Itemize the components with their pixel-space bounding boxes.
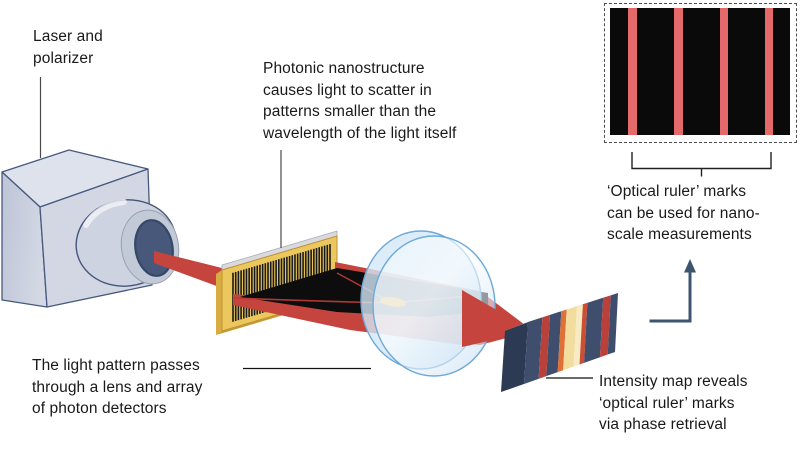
label-line: Photonic nanostructure (263, 60, 425, 77)
detector-illustration (501, 293, 618, 392)
detector-stripe (607, 293, 618, 355)
label-laser: Laser and polarizer (33, 26, 103, 69)
label-line: ‘optical ruler’ marks (599, 394, 735, 412)
label-line: ‘Optical ruler’ marks (607, 183, 747, 200)
detector-stripe (599, 295, 611, 358)
ruler-inset-black-panel (610, 8, 790, 135)
detector-front (524, 293, 618, 384)
label-line: scale measurements (607, 226, 752, 243)
focus-spot (380, 297, 406, 307)
label-line: The light pattern passes (32, 357, 200, 374)
beam-laser-to-grating (154, 251, 222, 288)
label-nanostructure: Photonic nanostructure causes light to s… (263, 58, 456, 144)
barrel-highlight (83, 199, 127, 228)
label-line: via phase retrieval (599, 416, 727, 433)
detector-stripe (563, 306, 578, 371)
detector-side-face (501, 322, 528, 392)
detector-stripe (524, 317, 543, 384)
label-line: polarizer (33, 49, 94, 67)
label-intensity-map: Intensity map reveals ‘optical ruler’ ma… (599, 371, 748, 436)
ruler-stripe (628, 8, 637, 135)
ruler-inset (604, 3, 797, 143)
label-line: can be used for nano- (607, 204, 760, 222)
label-line: Intensity map reveals (599, 373, 748, 390)
grating-side-face (216, 270, 222, 335)
label-detector-path: The light pattern passes through a lens … (32, 355, 202, 420)
label-line: wavelength of the light itself (263, 124, 457, 142)
label-optical-ruler: ‘Optical ruler’ marks can be used for na… (607, 181, 760, 246)
bracket (631, 152, 772, 177)
label-line: Laser and (33, 28, 103, 45)
label-line: patterns smaller than the (263, 103, 437, 120)
detector-stripe (573, 304, 583, 367)
detector-stripe (557, 309, 567, 373)
label-line: through a lens and array (32, 378, 203, 396)
label-line: of photon detectors (32, 400, 167, 417)
label-line: causes light to scatter in (263, 81, 432, 99)
ruler-stripe (674, 8, 683, 135)
ruler-stripe (719, 8, 729, 135)
detector-stripe (538, 314, 551, 379)
ruler-stripe (764, 8, 774, 135)
detector-stripe (546, 311, 562, 377)
arrow-up-icon (649, 259, 696, 323)
detector-stripe (584, 297, 604, 363)
laser-illustration (1, 149, 180, 308)
detector-stripe (579, 302, 588, 365)
